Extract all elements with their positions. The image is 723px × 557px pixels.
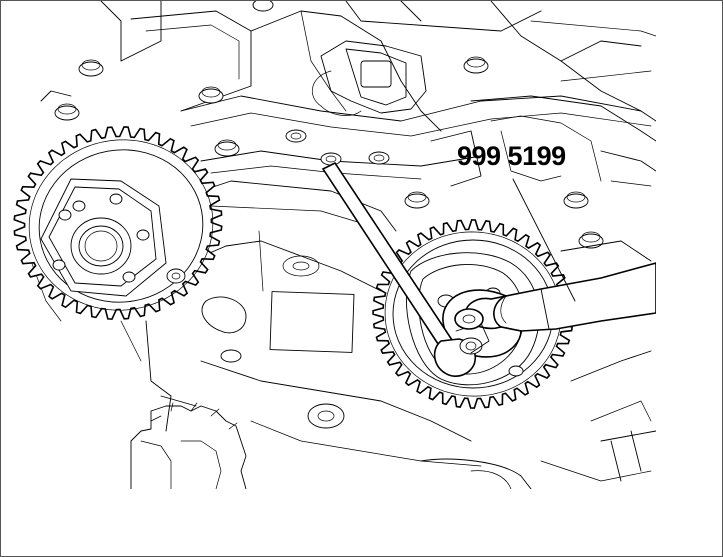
engine-timing-illustration bbox=[13, 1, 656, 489]
electrical-connector bbox=[311, 40, 427, 116]
tool-number-callout: 999 5199 bbox=[457, 141, 566, 171]
callout-leader-line bbox=[512, 178, 576, 302]
left-camshaft-sprocket bbox=[13, 126, 223, 320]
socket-wrench bbox=[321, 161, 490, 377]
crankshaft-gear bbox=[130, 402, 247, 489]
head-bolts bbox=[54, 1, 604, 249]
engine-head-outline bbox=[30, 1, 656, 489]
